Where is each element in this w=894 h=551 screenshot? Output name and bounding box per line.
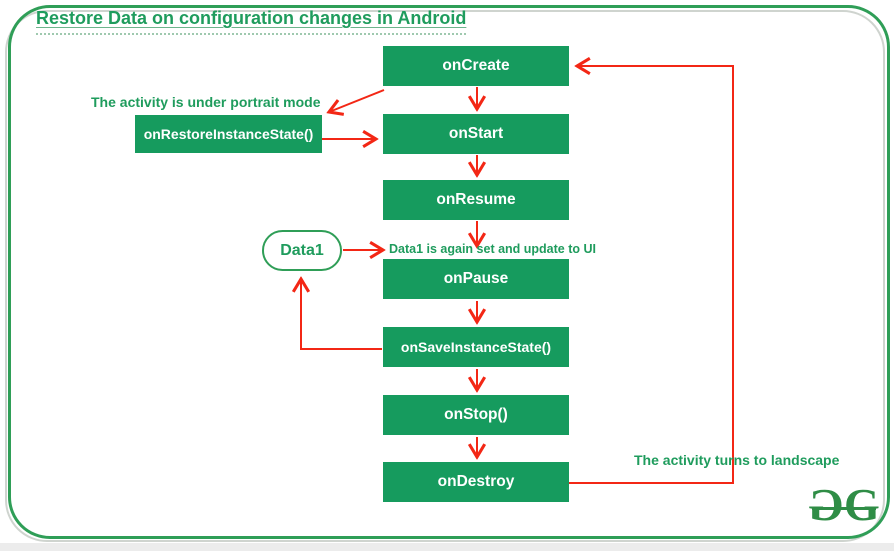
node-label: onCreate	[442, 57, 510, 74]
logo-crossbar	[812, 507, 876, 510]
node-onresume: onResume	[383, 180, 569, 220]
node-label: onDestroy	[437, 473, 515, 490]
bottom-strip	[0, 543, 894, 551]
node-ondestroy: onDestroy	[383, 462, 569, 502]
arrow-onsave-data1-loop	[301, 279, 382, 350]
node-label: onStop()	[444, 406, 508, 423]
node-label: onSaveInstanceState()	[400, 339, 552, 355]
geeksforgeeks-logo-icon: GG	[810, 479, 880, 530]
annotation-landscape: The activity turns to landscape	[634, 452, 840, 468]
node-onstart: onStart	[383, 114, 569, 154]
node-onrestoreinstancestate: onRestoreInstanceState()	[135, 115, 322, 153]
logo-letter-mirrored-g: G	[811, 479, 844, 530]
node-label: onStart	[448, 125, 504, 142]
arrow-ondestroy-oncreate-loop	[569, 66, 734, 484]
logo-letter-g: G	[844, 479, 880, 530]
data1-label: Data1	[280, 241, 324, 259]
node-onsaveinstancestate: onSaveInstanceState()	[383, 327, 569, 367]
node-label: onPause	[443, 270, 509, 287]
annotation-data1-set: Data1 is again set and update to UI	[389, 242, 596, 256]
data1-oval: Data1	[262, 230, 342, 271]
node-onstop: onStop()	[383, 395, 569, 435]
node-label: onRestoreInstanceState()	[143, 126, 314, 142]
annotation-portrait-mode: The activity is under portrait mode	[91, 94, 321, 110]
page-title: Restore Data on configuration changes in…	[36, 8, 467, 35]
node-onpause: onPause	[383, 259, 569, 299]
node-oncreate: onCreate	[383, 46, 569, 86]
arrow-oncreate-onrestore	[329, 89, 385, 112]
node-label: onResume	[436, 191, 516, 208]
